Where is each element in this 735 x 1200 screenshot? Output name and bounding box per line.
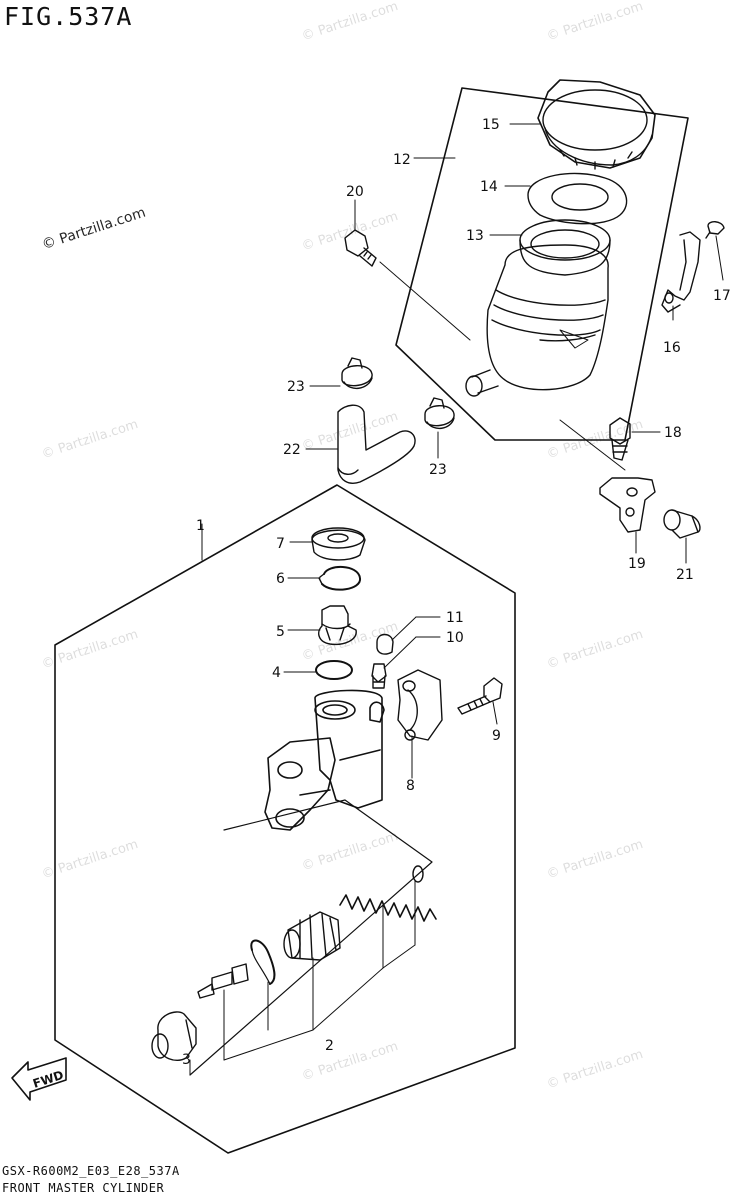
reservoir-cap-part xyxy=(537,79,656,170)
callout-2: 2 xyxy=(325,1038,334,1054)
piston-part xyxy=(283,911,341,961)
hose-clamp-23b-part xyxy=(424,397,455,429)
piston-spring-part xyxy=(339,865,437,922)
hose-clamp-23a-part xyxy=(341,357,373,389)
circlip-6-part xyxy=(318,566,361,591)
piston-set-bracket xyxy=(223,879,416,1061)
master-cylinder-body-part xyxy=(264,689,385,831)
rubber-cap-7-part xyxy=(311,527,366,561)
callout-21: 21 xyxy=(676,567,694,583)
callout-7: 7 xyxy=(276,536,285,552)
clamp-bolt-9-part xyxy=(457,677,503,715)
model-code: GSX-R600M2_E03_E28_537A xyxy=(2,1164,180,1178)
callout-15: 15 xyxy=(482,117,500,133)
callout-20: 20 xyxy=(346,184,364,200)
callout-9: 9 xyxy=(492,728,501,744)
o-ring-4-part xyxy=(315,660,353,680)
bleeder-valve-10-part xyxy=(371,663,387,689)
callout-17: 17 xyxy=(713,288,731,304)
callout-1: 1 xyxy=(196,518,205,534)
callout-8: 8 xyxy=(406,778,415,794)
piston-set-outline xyxy=(189,799,433,1076)
hose-joint-21-part xyxy=(663,509,701,539)
cap-11-part xyxy=(376,633,394,655)
diaphragm-part xyxy=(519,219,611,276)
reservoir-body-part xyxy=(465,244,609,397)
callout-10: 10 xyxy=(446,630,464,646)
diaphragm-5-part xyxy=(318,605,357,646)
bracket-19-part xyxy=(599,477,656,533)
forward-direction-arrow: FWD xyxy=(11,1057,67,1101)
bracket-16-part xyxy=(661,231,701,313)
dust-boot-3-part xyxy=(151,1011,197,1062)
callout-11: 11 xyxy=(446,610,464,626)
screw-20-part xyxy=(344,229,377,267)
reservoir-hose-22-part xyxy=(337,404,416,484)
callout-23b: 23 xyxy=(429,462,447,478)
master-cylinder-assembly-outline xyxy=(54,484,516,1154)
callout-16: 16 xyxy=(663,340,681,356)
push-rod-part xyxy=(197,963,249,999)
figure-name: FRONT MASTER CYLINDER xyxy=(2,1181,165,1195)
callout-14: 14 xyxy=(480,179,498,195)
callout-23a: 23 xyxy=(287,379,305,395)
diaphragm-plate-part xyxy=(527,172,628,225)
callout-5: 5 xyxy=(276,624,285,640)
bolt-18-part xyxy=(609,417,631,461)
screw-17-part xyxy=(705,221,725,239)
callout-4: 4 xyxy=(272,665,281,681)
reservoir-assembly-outline xyxy=(395,87,689,441)
piston-circlip-part xyxy=(250,939,276,985)
callout-12: 12 xyxy=(393,152,411,168)
figure-title: FIG.537A xyxy=(4,2,133,31)
callout-18: 18 xyxy=(664,425,682,441)
callout-6: 6 xyxy=(276,571,285,587)
callout-19: 19 xyxy=(628,556,646,572)
handlebar-clamp-8-part xyxy=(397,669,443,741)
callout-13: 13 xyxy=(466,228,484,244)
callout-22: 22 xyxy=(283,442,301,458)
callout-3: 3 xyxy=(182,1052,191,1068)
leader-lines xyxy=(201,123,724,779)
